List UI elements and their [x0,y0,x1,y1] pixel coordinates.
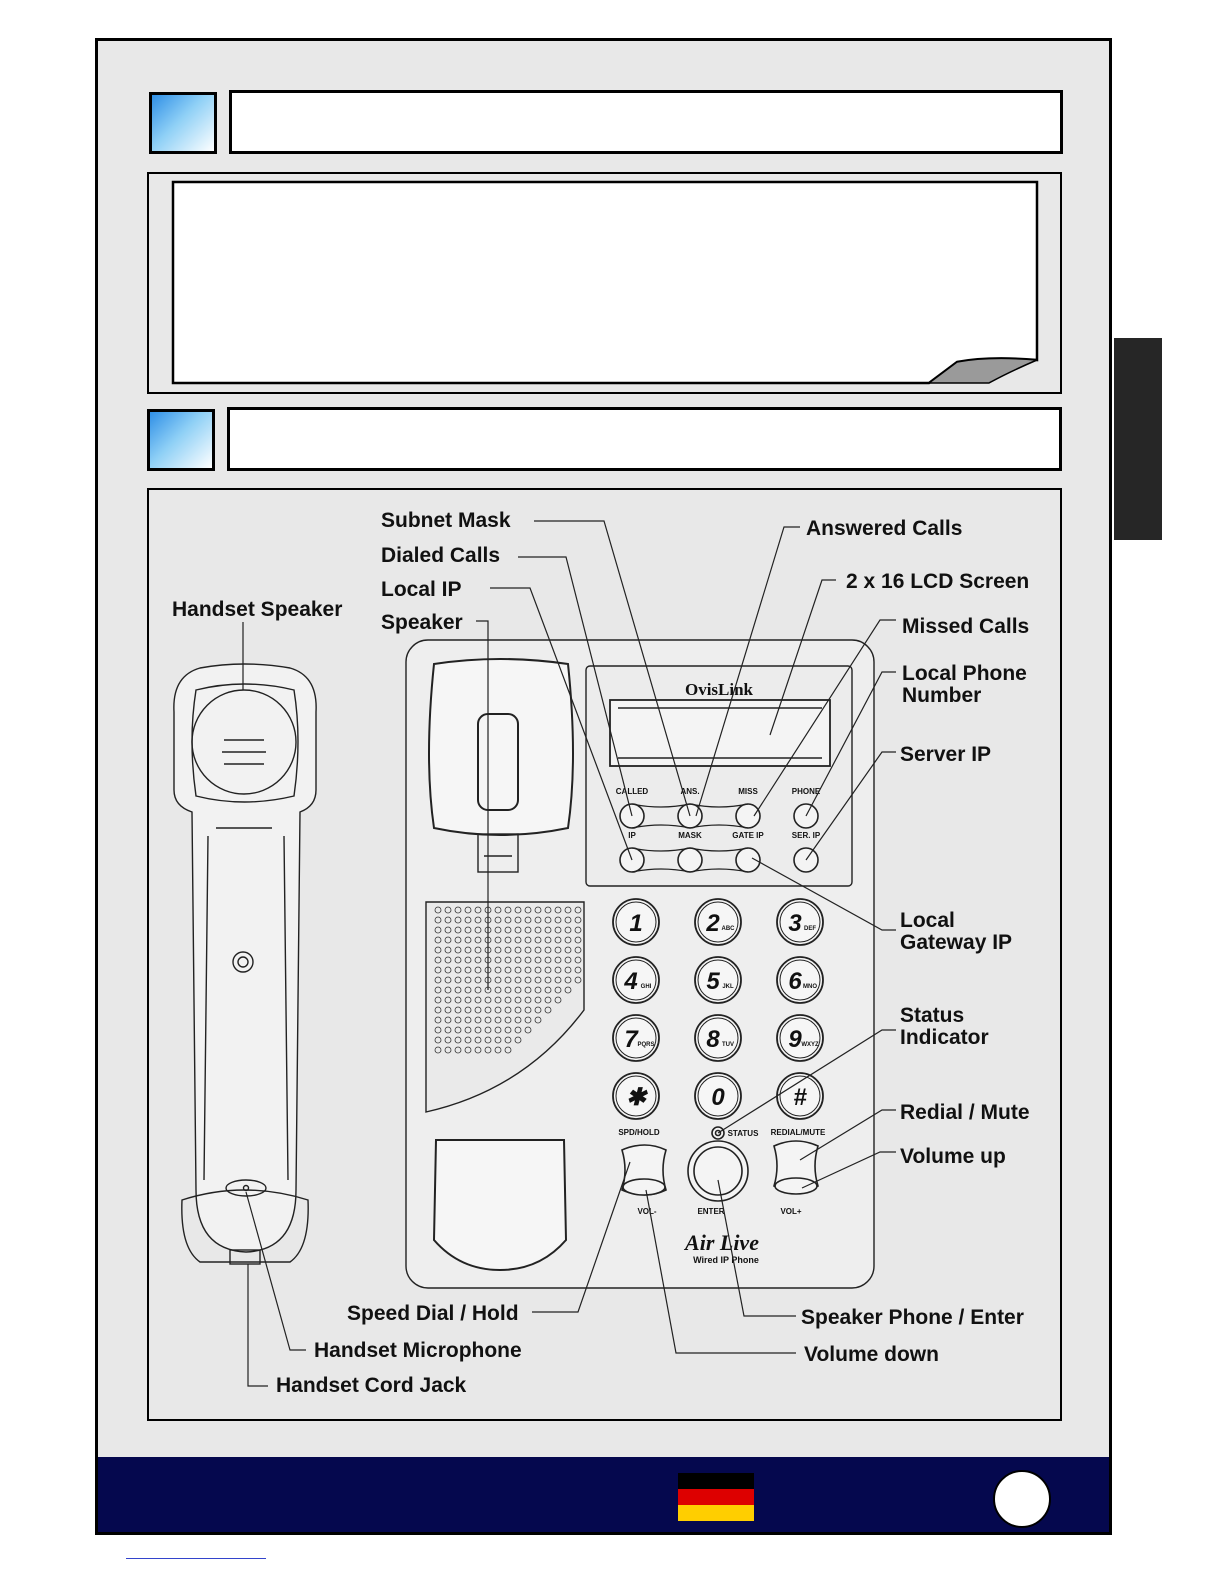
label-local-gateway-ip-2: Gateway IP [900,931,1012,954]
section-2-title-box [227,407,1062,471]
keypad-digit: 8 [706,1026,720,1053]
keypad-digit: 6 [788,968,802,995]
label-local-ip: Local IP [381,578,462,601]
section-2-icon [147,409,215,471]
function-key-label: IP [628,831,636,840]
label-redial-mute: Redial / Mute [900,1101,1030,1124]
label-local-phone-number-2: Number [902,684,981,707]
keypad-key[interactable]: 0 [694,1072,742,1120]
leader-lines [242,520,896,1387]
label-lcd-screen: 2 x 16 LCD Screen [846,570,1029,593]
function-keys: CALLED ANS. MISS PHONE IP MASK GATE IP SER. IP [616,787,821,873]
german-flag-icon [678,1473,754,1521]
keypad-digit: 2 [705,910,720,937]
function-key-label: GATE IP [732,831,764,840]
page-number-badge [993,1470,1051,1528]
label-status-indicator-1: Status [900,1004,964,1027]
keypad-key[interactable]: 1 [612,898,660,946]
enter-key-label: ENTER [697,1207,724,1216]
footer-bar [95,1457,1112,1535]
label-answered-calls: Answered Calls [806,517,962,540]
keypad-letters: MNO [803,984,817,990]
keypad-digit: 0 [711,1084,725,1111]
side-tab [1114,338,1162,540]
label-dialed-calls: Dialed Calls [381,544,500,567]
flag-stripe-black [678,1473,754,1489]
label-subnet-mask: Subnet Mask [381,509,511,532]
function-key-label: MISS [738,787,758,796]
keypad-digit: # [793,1084,807,1111]
keypad-letters: WXYZ [801,1042,819,1048]
keypad-key[interactable]: # [776,1072,824,1120]
spd-hold-key-label: SPD/HOLD [618,1128,660,1137]
label-local-phone-number-1: Local Phone [902,662,1027,685]
section-1-title-box [229,90,1063,154]
label-volume-up: Volume up [900,1145,1006,1168]
label-handset-microphone: Handset Microphone [314,1339,522,1362]
flag-stripe-gold [678,1505,754,1521]
label-missed-calls: Missed Calls [902,615,1029,638]
keypad-letters: DEF [804,926,816,932]
vol-minus-key-label: VOL- [637,1207,656,1216]
keypad-digit: 3 [788,910,802,937]
function-key-button[interactable] [677,847,703,873]
speaker-grille [434,906,582,1054]
label-handset-speaker: Handset Speaker [172,598,342,621]
phone-diagram-panel [147,488,1062,1421]
phone-base [405,639,875,1289]
vol-plus-key-label: VOL+ [780,1207,801,1216]
redial-mute-key-label: REDIAL/MUTE [771,1128,826,1137]
keypad-letters: GHI [641,984,652,990]
note-sheet [171,180,1039,385]
keypad-digit: 9 [788,1026,802,1053]
keypad-digit: 7 [624,1026,639,1053]
function-key-label: PHONE [792,787,821,796]
function-key-label: MASK [678,831,702,840]
keypad-letters: ABC [722,926,736,932]
keypad-digit: ✱ [626,1084,648,1111]
function-key-button[interactable] [735,803,761,829]
section-1-icon [149,92,217,154]
bottom-underline [126,1558,266,1559]
label-handset-cord-jack: Handset Cord Jack [276,1374,467,1397]
keypad-key[interactable]: ✱ [612,1072,660,1120]
keypad-letters: PQRS [637,1042,654,1048]
airlive-logo-subtitle: Wired IP Phone [693,1255,759,1265]
label-status-indicator-2: Indicator [900,1026,989,1049]
function-key-label: CALLED [616,787,649,796]
handset [173,663,317,1265]
airlive-logo: Air Live [683,1230,759,1255]
keypad-letters: TUV [722,1042,734,1048]
function-key-label: ANS. [680,787,699,796]
bottom-controls [621,1126,819,1202]
brand-ovislink: OvisLink [685,680,754,699]
flag-stripe-red [678,1489,754,1505]
label-server-ip: Server IP [900,743,991,766]
function-key-label: SER. IP [792,831,821,840]
label-local-gateway-ip-1: Local [900,909,955,932]
keypad-digit: 1 [629,910,642,937]
label-volume-down: Volume down [804,1343,939,1366]
keypad-digit: 5 [706,968,720,995]
keypad-letters: JKL [722,984,734,990]
note-panel [147,172,1062,394]
keypad-digit: 4 [623,968,637,995]
status-key-label: STATUS [728,1129,759,1138]
label-speed-dial-hold: Speed Dial / Hold [347,1302,519,1325]
label-speaker: Speaker [381,611,463,634]
label-speaker-phone-enter: Speaker Phone / Enter [801,1306,1024,1329]
